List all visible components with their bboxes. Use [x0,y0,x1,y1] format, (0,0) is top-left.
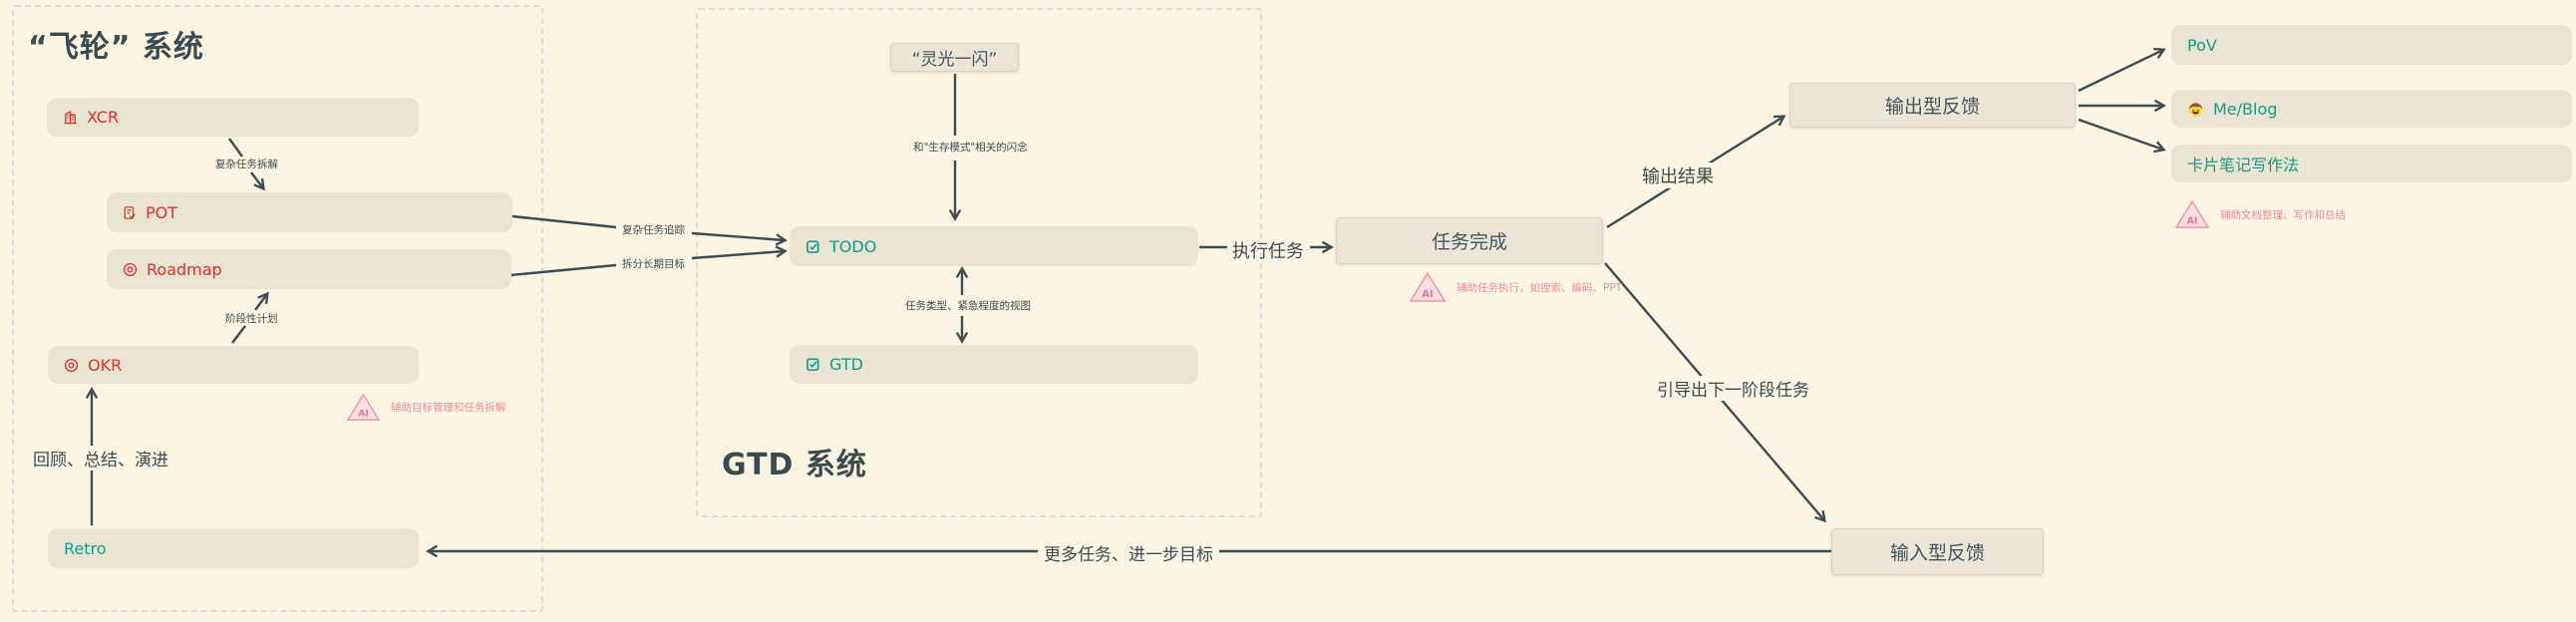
ai-note: 辅助文档整理、写作和总结 [2220,208,2346,221]
flywheel-panel-title: “飞轮” 系统 [28,30,204,65]
node-pot[interactable]: POT [107,192,512,232]
edge-roadmap-todo [509,263,617,277]
svg-text:AI: AI [2187,215,2198,226]
node-label: 任务完成 [1431,231,1507,253]
flywheel-panel [12,5,543,612]
edge-label-complex-task-split: 复杂任务拆解 [215,158,278,170]
node-label: 输出型反馈 [1884,96,1980,118]
clipboard-check-icon [123,205,137,220]
ai-triangle-icon: AI [2173,198,2211,230]
node-label: Retro [64,538,107,558]
edge-label-split-longterm: 拆分长期目标 [622,258,685,270]
node-me-blog[interactable]: Me/Blog [2171,90,2572,128]
svg-text:AI: AI [1422,289,1433,300]
edge-label-survival-flash: 和"生存模式"相关的闪念 [913,142,1028,154]
edge-label-review-summary: 回顾、总结、演进 [27,446,174,470]
edge-label-output-result: 输出结果 [1636,162,1720,188]
node-label: 卡片笔记写作法 [2187,156,2300,174]
gtd-panel-title: GTD 系统 [722,448,867,482]
ai-triangle-icon: AI [1408,270,1448,304]
edge-xcr-pot [228,138,243,157]
ai-triangle-icon: AI [345,392,382,423]
node-gtd[interactable]: GTD [790,345,1198,384]
node-input-feedback[interactable]: 输入型反馈 [1831,528,2044,575]
node-spark-flash[interactable]: “灵光一闪” [890,43,1019,72]
edge-outputfb-cardnotes [2078,118,2166,154]
node-label: Me/Blog [2213,99,2278,119]
ai-badge-doc: AI 辅助文档整理、写作和总结 [2173,198,2346,230]
edge-pot-todo [511,214,617,229]
target-icon [123,262,138,277]
node-label: GTD [829,355,863,374]
ai-note: 辅助目标管理和任务拆解 [391,402,506,414]
node-roadmap[interactable]: Roadmap [107,249,511,289]
ai-badge-exec: AI 辅助任务执行，如搜索、编码、PPT [1408,270,1622,304]
edge-okr-roadmap [231,325,246,344]
node-card-notes[interactable]: 卡片笔记写作法 [2171,145,2572,182]
node-label: 输入型反馈 [1889,542,1985,564]
node-pov[interactable]: PoV [2171,25,2572,65]
edge-pot-todo-head [691,231,788,246]
node-label: PoV [2187,35,2217,55]
node-label: XCR [87,108,120,127]
smiley-face-emoji [2187,101,2204,118]
edge-outputfb-pov [2078,47,2166,93]
node-label: OKR [88,355,123,375]
node-label: “灵光一闪” [911,50,998,70]
edge-roadmap-todo-head [691,245,788,260]
node-okr[interactable]: OKR [48,346,419,384]
node-output-feedback[interactable]: 输出型反馈 [1789,83,2076,128]
node-todo[interactable]: TODO [790,226,1198,266]
building-icon [63,110,78,125]
edge-okr-roadmap-head [254,291,269,311]
edge-label-next-stage: 引导出下一阶段任务 [1651,376,1815,401]
ai-note: 辅助任务执行，如搜索、编码、PPT [1456,281,1623,294]
node-retro[interactable]: Retro [48,528,419,568]
edge-label-task-view: 任务类型、紧急程度的视图 [905,300,1031,312]
node-label: TODO [829,236,877,256]
node-task-done[interactable]: 任务完成 [1336,217,1603,264]
edge-xcr-pot-head [250,171,265,191]
checkbox-icon [805,357,820,372]
gtd-panel [696,8,1262,517]
node-label: Roadmap [147,259,222,279]
edge-label-complex-task-track: 复杂任务追踪 [622,224,685,236]
node-xcr[interactable]: XCR [47,98,419,137]
ai-badge-goal: AI 辅助目标管理和任务拆解 [345,392,506,423]
edge-label-more-tasks: 更多任务、进一步目标 [1038,540,1219,565]
svg-text:AI: AI [358,410,368,420]
node-label: POT [146,202,178,222]
target-icon [64,358,79,373]
edge-label-phase-plan: 阶段性计划 [225,313,278,325]
edge-label-execute-task: 执行任务 [1232,241,1304,262]
checkbox-icon [805,239,820,254]
